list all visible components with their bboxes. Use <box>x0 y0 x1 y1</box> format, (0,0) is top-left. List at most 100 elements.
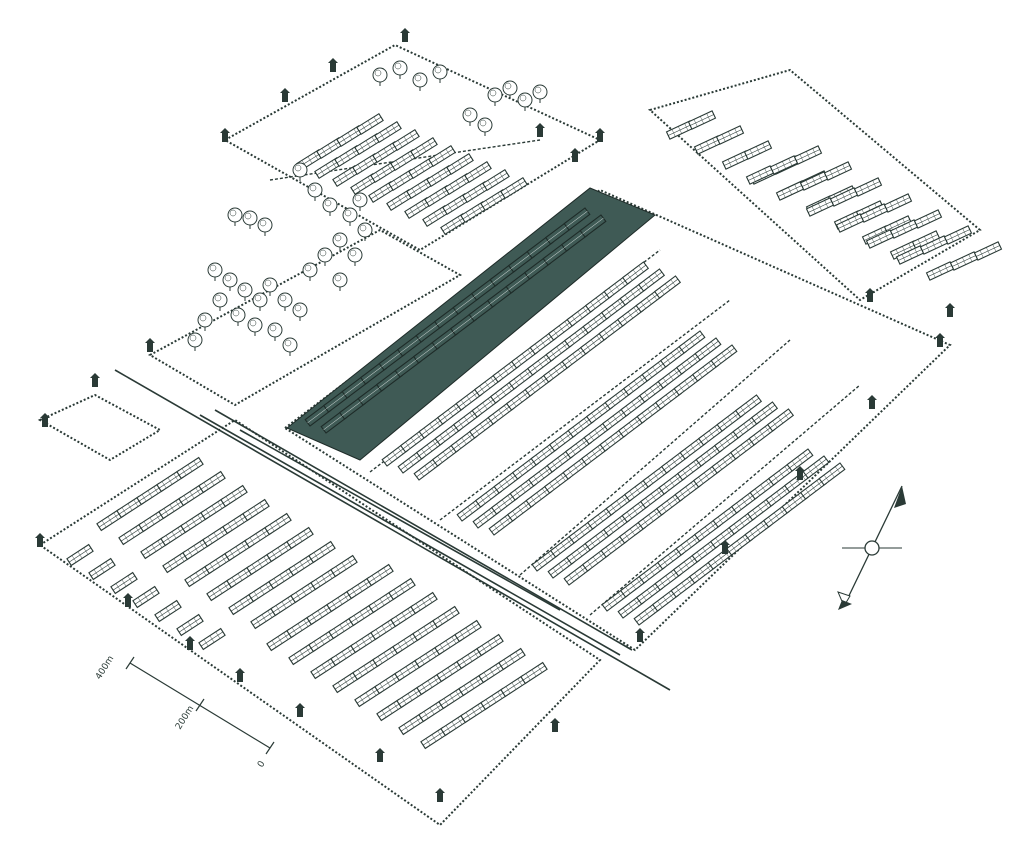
barrack <box>943 225 973 245</box>
tree <box>487 87 503 107</box>
barrack <box>454 620 482 642</box>
barrack <box>446 153 474 175</box>
tree <box>357 222 373 242</box>
watchtower <box>90 373 100 387</box>
tree <box>532 84 548 104</box>
barrack <box>428 145 456 167</box>
barrack <box>775 181 805 201</box>
watchtower <box>185 636 195 650</box>
tree <box>332 232 348 252</box>
tree <box>432 64 448 84</box>
tree <box>462 107 478 127</box>
scale-label-200m: 200m <box>174 704 196 731</box>
barrack <box>520 662 548 684</box>
watchtower <box>935 333 945 347</box>
barrack <box>176 457 204 479</box>
watchtower <box>123 593 133 607</box>
barrack <box>88 558 116 580</box>
barrack <box>132 586 160 608</box>
barrack <box>66 544 94 566</box>
barrack <box>799 171 829 191</box>
barrack <box>500 177 528 199</box>
watchtower <box>35 533 45 547</box>
tree <box>332 272 348 292</box>
tree <box>322 197 338 217</box>
watchtower <box>435 788 445 802</box>
tree <box>230 307 246 327</box>
tree <box>262 277 278 297</box>
barrack <box>498 648 526 670</box>
watchtower <box>535 123 545 137</box>
tree <box>252 292 268 312</box>
tree <box>267 322 283 342</box>
barrack <box>432 606 460 628</box>
barrack <box>464 161 492 183</box>
watchtower <box>595 128 605 142</box>
barrack <box>388 578 416 600</box>
watchtower <box>328 58 338 72</box>
watchtower <box>295 703 305 717</box>
barrack <box>198 628 226 650</box>
tree <box>477 117 493 137</box>
barrack <box>925 261 955 281</box>
tree <box>352 192 368 212</box>
barrack <box>198 471 226 493</box>
watchtower <box>400 28 410 42</box>
barrack <box>374 121 402 143</box>
barrack <box>853 177 883 197</box>
tree <box>517 92 533 112</box>
watchtower <box>570 148 580 162</box>
barrack <box>769 155 799 175</box>
tree <box>222 272 238 292</box>
watchtower <box>235 668 245 682</box>
tree <box>187 332 203 352</box>
barrack <box>308 541 336 563</box>
barrack <box>913 209 943 229</box>
barrack <box>366 564 394 586</box>
scale-bar: 400m 200m 0 <box>94 654 275 770</box>
tree <box>237 282 253 302</box>
barrack <box>973 241 1003 261</box>
barrack <box>110 572 138 594</box>
barrack <box>154 600 182 622</box>
tree <box>342 207 358 227</box>
tree <box>292 162 308 182</box>
tree <box>307 182 323 202</box>
barrack <box>392 129 420 151</box>
barrack <box>482 169 510 191</box>
barrack <box>715 125 745 145</box>
barrack <box>330 555 358 577</box>
tree <box>372 67 388 87</box>
watchtower <box>280 88 290 102</box>
tree <box>207 262 223 282</box>
tree <box>412 72 428 92</box>
watchtower <box>375 748 385 762</box>
barrack <box>242 499 270 521</box>
fence-perimeter <box>37 43 982 827</box>
barrack <box>220 485 248 507</box>
railway-line <box>114 369 671 691</box>
tree <box>302 262 318 282</box>
scale-label-400m: 400m <box>94 654 116 681</box>
watchtower <box>635 628 645 642</box>
tree <box>277 292 293 312</box>
barrack <box>793 145 823 165</box>
compass-rose-icon <box>837 485 906 610</box>
tree <box>247 317 263 337</box>
watchtower <box>145 338 155 352</box>
tree <box>347 247 363 267</box>
tree <box>282 337 298 357</box>
watchtower <box>865 288 875 302</box>
tree <box>227 207 243 227</box>
tree <box>242 210 258 230</box>
barrack <box>743 140 773 160</box>
tree <box>257 217 273 237</box>
barrack <box>823 161 853 181</box>
watchtower <box>945 303 955 317</box>
watchtower <box>220 128 230 142</box>
watchtower <box>550 718 560 732</box>
barrack <box>356 113 384 135</box>
barrack <box>264 513 292 535</box>
barrack <box>949 251 979 271</box>
barrack <box>883 193 913 213</box>
